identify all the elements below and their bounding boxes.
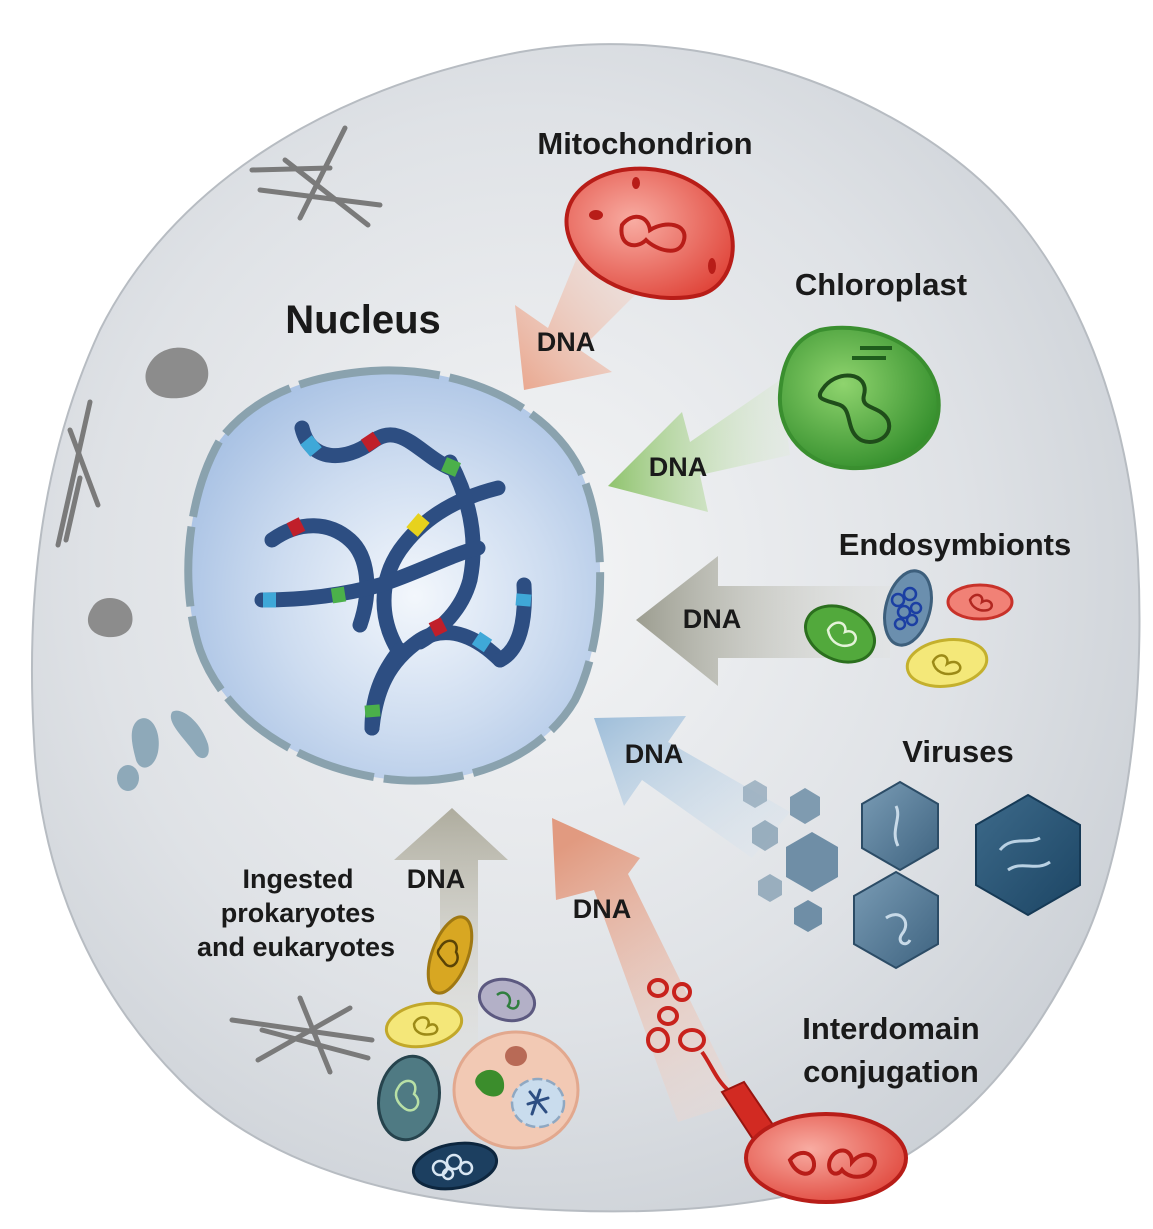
dna-label-conjugation: DNA <box>573 894 632 924</box>
ingested-purple <box>477 977 537 1023</box>
label-ingested-line3: and eukaryotes <box>197 932 395 962</box>
arrow-chloroplast <box>608 380 790 512</box>
label-ingested-line1: Ingested <box>242 864 353 894</box>
grey-vesicle <box>145 347 209 399</box>
label-conjugation-line1: Interdomain <box>802 1011 979 1046</box>
virus-large <box>853 870 939 970</box>
dna-label-endosymbionts: DNA <box>683 604 742 634</box>
ingested-yellow-dark <box>426 915 474 995</box>
label-endosymbionts: Endosymbionts <box>839 527 1072 562</box>
virus-small <box>790 788 820 824</box>
label-mitochondrion: Mitochondrion <box>537 126 752 161</box>
dna-label-mitochondrion: DNA <box>537 327 596 357</box>
endosymbionts-cluster <box>804 569 1014 688</box>
grey-vesicle <box>87 597 133 638</box>
virus-xlarge <box>975 793 1081 917</box>
ingested-navy <box>411 1141 499 1191</box>
ingested-teal <box>377 1054 441 1142</box>
endosymbiont-red <box>946 583 1014 621</box>
virus-medium <box>786 832 838 892</box>
virus-small <box>794 900 822 932</box>
viruses-cluster <box>743 780 1081 970</box>
nucleus <box>184 366 605 785</box>
conjugation-bacterium <box>646 978 908 1204</box>
cytoskeleton-filaments <box>55 125 383 1075</box>
virus-small <box>752 820 778 851</box>
vesicle-fragments <box>117 710 209 791</box>
dna-label-chloroplast: DNA <box>649 452 708 482</box>
virus-small <box>743 780 767 808</box>
mitochondrion <box>564 166 735 300</box>
dna-label-viruses: DNA <box>625 739 684 769</box>
label-chloroplast: Chloroplast <box>795 267 967 302</box>
virus-small <box>758 874 782 902</box>
label-nucleus: Nucleus <box>285 298 441 342</box>
arrow-mitochondrion <box>515 250 640 390</box>
dna-label-ingested: DNA <box>407 864 466 894</box>
chloroplast <box>777 325 941 471</box>
virus-large <box>861 780 939 872</box>
ingested-yellow <box>384 1001 464 1049</box>
endosymbiont-green <box>804 604 876 664</box>
label-viruses: Viruses <box>902 734 1013 769</box>
conjugation-cell <box>744 1112 908 1204</box>
chromosome-bands <box>263 431 532 718</box>
label-conjugation-line2: conjugation <box>803 1054 979 1089</box>
label-ingested-line2: prokaryotes <box>221 898 376 928</box>
arrow-viruses <box>594 716 790 858</box>
arrow-conjugation <box>552 818 740 1122</box>
ingested-organisms <box>377 915 580 1191</box>
